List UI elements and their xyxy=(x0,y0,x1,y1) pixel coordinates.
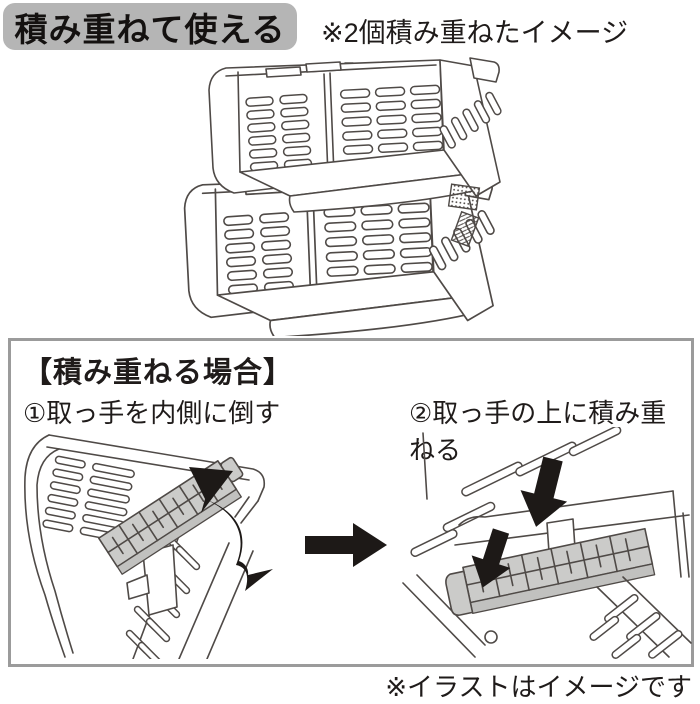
fold-handle-illustration xyxy=(24,434,273,659)
instructions-title: 【積み重ねる場合】 xyxy=(23,357,294,389)
stack-on-handle-illustration xyxy=(402,427,692,659)
handle-folded-flat xyxy=(445,527,656,616)
down-arrow-icon xyxy=(471,528,511,588)
step2-label: ②取っ手の上に積み重ねる xyxy=(409,398,667,465)
illustration-disclaimer: ※イラストはイメージです xyxy=(385,672,692,702)
curved-arrow-icon xyxy=(189,467,273,591)
right-arrow-icon xyxy=(305,523,387,567)
step1-label: ①取っ手を内側に倒す xyxy=(23,398,281,428)
stacking-instructions-box: 【積み重ねる場合】 ①取っ手を内側に倒す ②取っ手の上に積み重ねる xyxy=(8,338,694,667)
stacked-image-note: ※2個積み重ねたイメージ xyxy=(321,18,629,48)
down-arrow-icon xyxy=(520,456,568,527)
stackable-feature-badge: 積み重ねて使える xyxy=(3,3,297,50)
stacked-baskets-illustration xyxy=(183,57,507,336)
